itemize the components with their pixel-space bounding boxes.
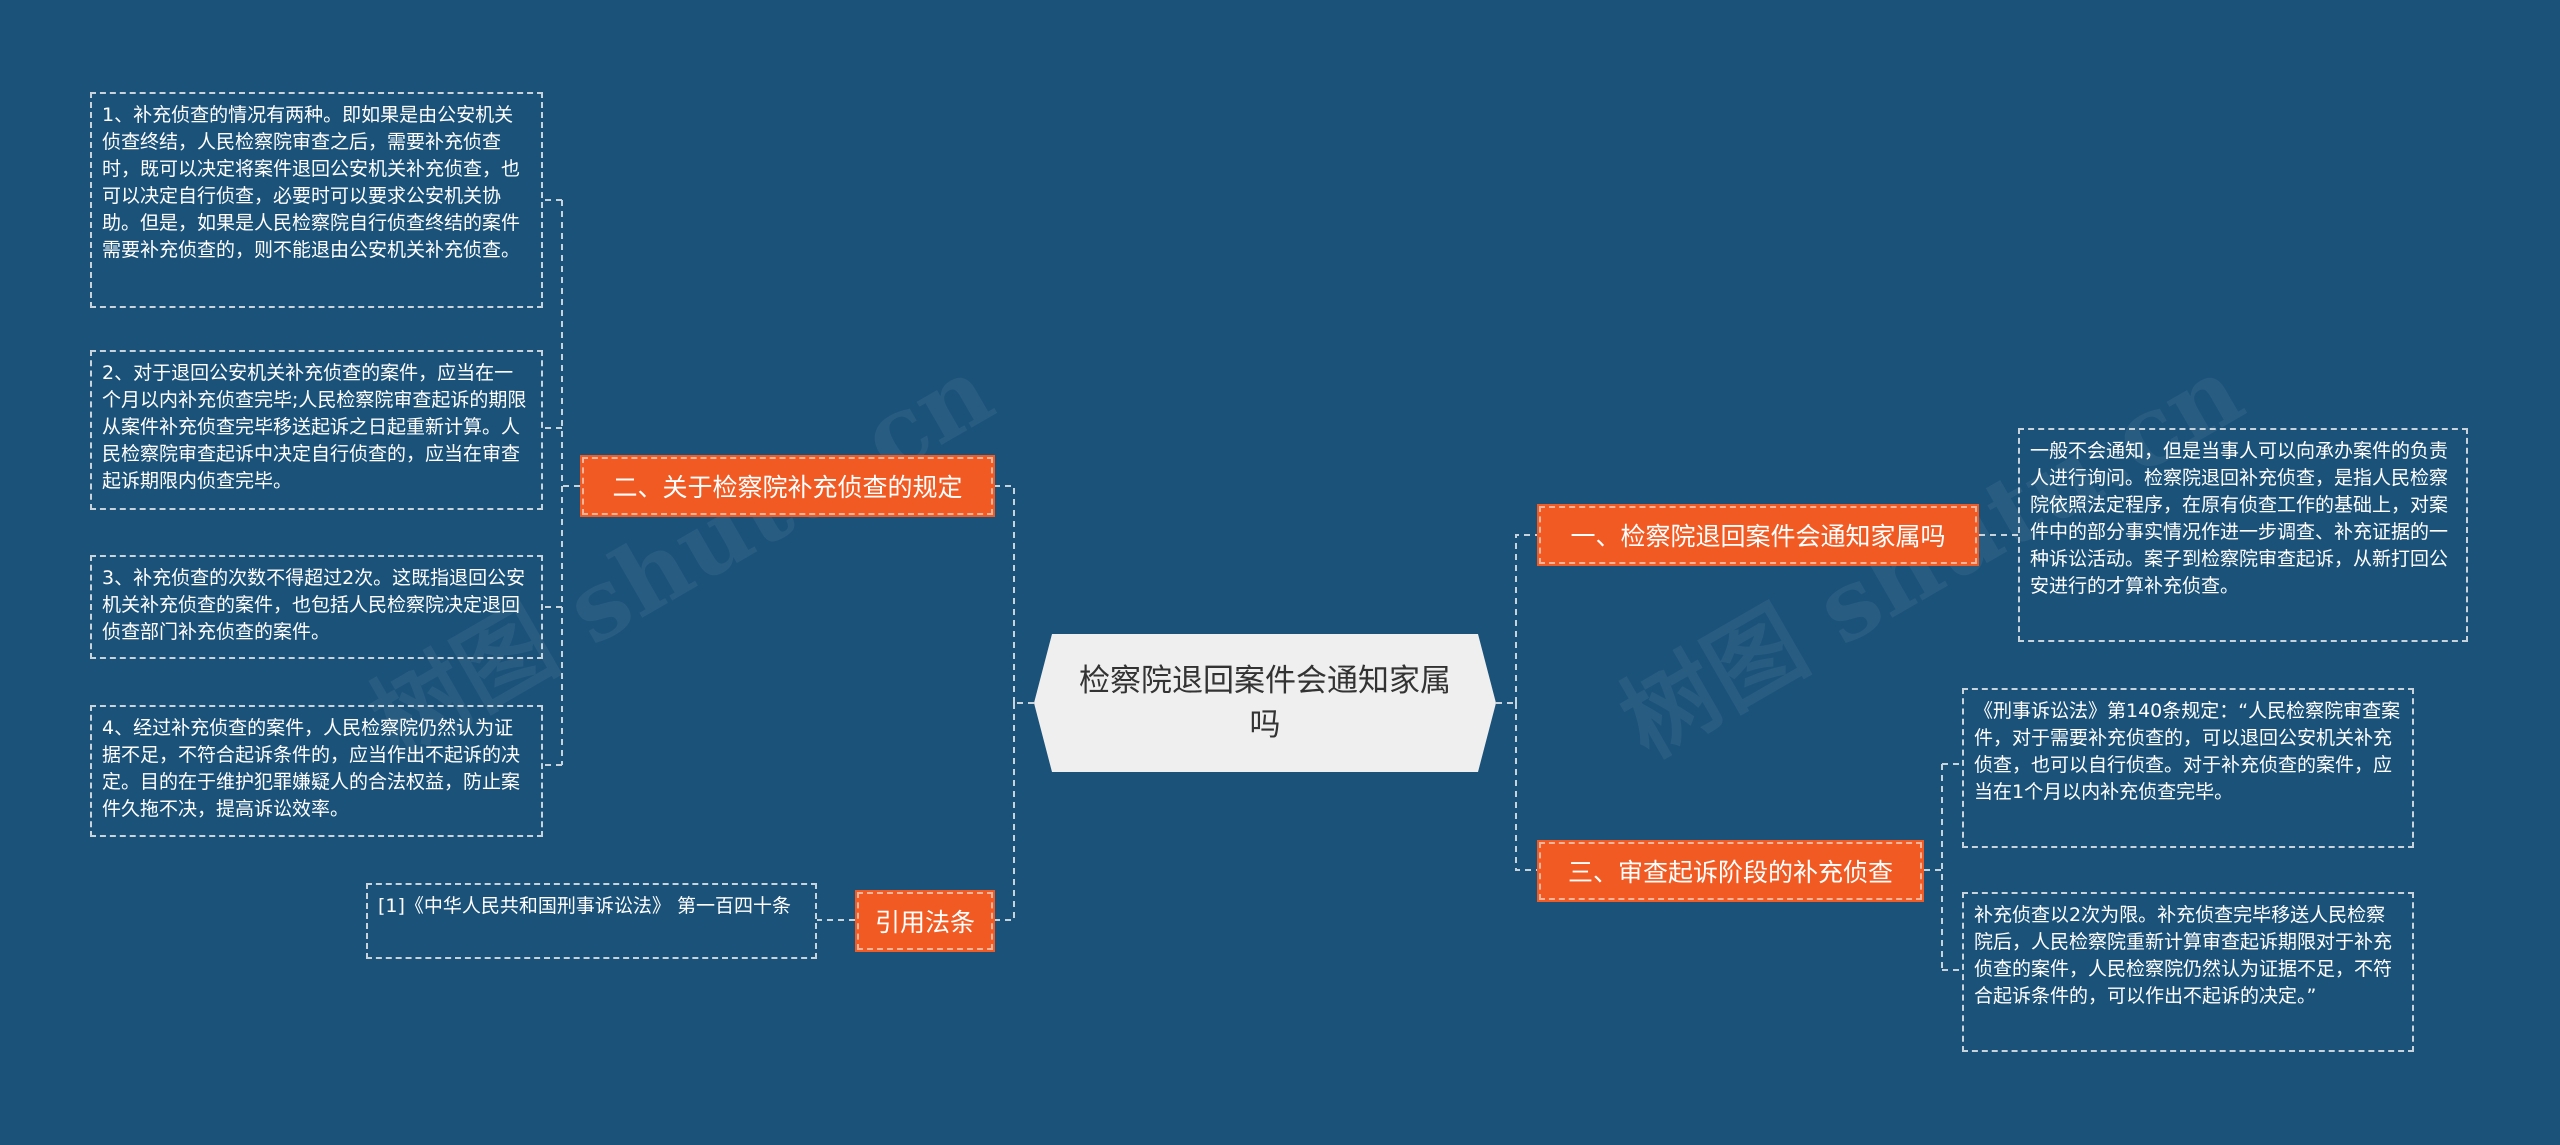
leaf-text: 4、经过补充侦查的案件，人民检察院仍然认为证据不足，不符合起诉条件的，应当作出不… [102, 717, 521, 820]
branch-notify-family[interactable]: 一、检察院退回案件会通知家属吗 [1537, 504, 1979, 566]
branch-cited-law[interactable]: 引用法条 [855, 890, 995, 952]
leaf-rule-4[interactable]: 4、经过补充侦查的案件，人民检察院仍然认为证据不足，不符合起诉条件的，应当作出不… [90, 705, 543, 837]
branch-label: 三、审查起诉阶段的补充侦查 [1567, 858, 1893, 887]
leaf-criminal-procedure-article-140[interactable]: 《刑事诉讼法》第140条规定：“人民检察院审查案件，对于需要补充侦查的，可以退回… [1962, 688, 2414, 848]
central-topic[interactable]: 检察院退回案件会通知家属吗 [1034, 634, 1496, 772]
leaf-rule-2[interactable]: 2、对于退回公安机关补充侦查的案件，应当在一个月以内补充侦查完毕;人民检察院审查… [90, 350, 543, 510]
leaf-text: 《刑事诉讼法》第140条规定：“人民检察院审查案件，对于需要补充侦查的，可以退回… [1974, 700, 2401, 803]
branch-supplementary-investigation-rules[interactable]: 二、关于检察院补充侦查的规定 [580, 455, 995, 517]
leaf-rule-1[interactable]: 1、补充侦查的情况有两种。即如果是由公安机关侦查终结，人民检察院审查之后，需要补… [90, 92, 543, 308]
leaf-text: [1]《中华人民共和国刑事诉讼法》 第一百四十条 [378, 895, 791, 917]
leaf-text: 1、补充侦查的情况有两种。即如果是由公安机关侦查终结，人民检察院审查之后，需要补… [102, 104, 521, 261]
leaf-text: 2、对于退回公安机关补充侦查的案件，应当在一个月以内补充侦查完毕;人民检察院审查… [102, 362, 527, 492]
leaf-rule-3[interactable]: 3、补充侦查的次数不得超过2次。这既指退回公安机关补充侦查的案件，也包括人民检察… [90, 555, 543, 659]
branch-review-prosecution-stage[interactable]: 三、审查起诉阶段的补充侦查 [1537, 840, 1924, 902]
central-topic-label: 检察院退回案件会通知家属吗 [1079, 663, 1451, 743]
leaf-law-citation[interactable]: [1]《中华人民共和国刑事诉讼法》 第一百四十条 [366, 883, 817, 959]
branch-label: 二、关于检察院补充侦查的规定 [612, 473, 963, 502]
leaf-notify-family-answer[interactable]: 一般不会通知，但是当事人可以向承办案件的负责人进行询问。检察院退回补充侦查，是指… [2018, 428, 2468, 642]
leaf-text: 补充侦查以2次为限。补充侦查完毕移送人民检察院后，人民检察院重新计算审查起诉期限… [1974, 904, 2393, 1007]
branch-label: 引用法条 [874, 908, 975, 937]
branch-label: 一、检察院退回案件会通知家属吗 [1570, 522, 1946, 551]
leaf-text: 一般不会通知，但是当事人可以向承办案件的负责人进行询问。检察院退回补充侦查，是指… [2030, 440, 2449, 597]
leaf-supplementary-limit[interactable]: 补充侦查以2次为限。补充侦查完毕移送人民检察院后，人民检察院重新计算审查起诉期限… [1962, 892, 2414, 1052]
leaf-text: 3、补充侦查的次数不得超过2次。这既指退回公安机关补充侦查的案件，也包括人民检察… [102, 567, 526, 643]
